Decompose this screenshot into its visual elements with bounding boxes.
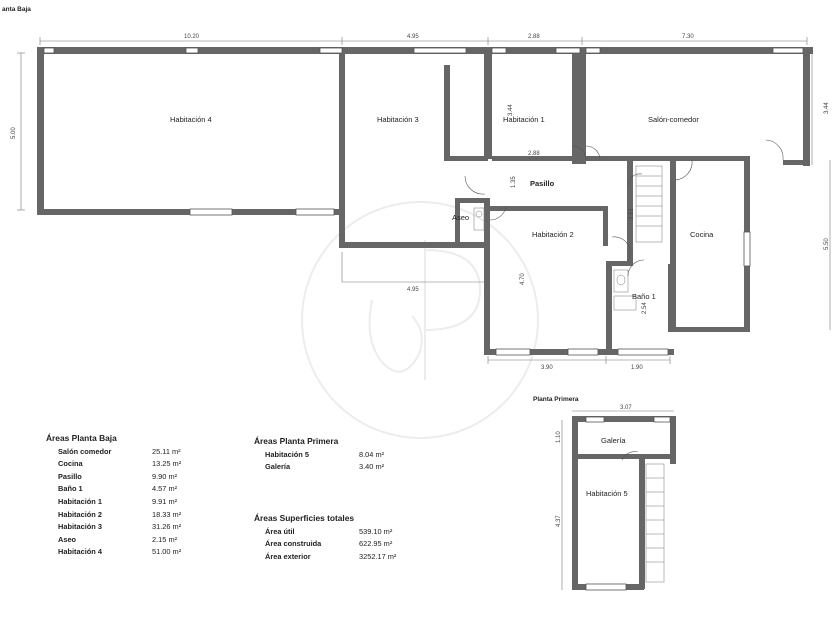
area-name: Pasillo xyxy=(58,471,82,481)
room-label-pasillo: Pasillo xyxy=(530,179,555,188)
areas-baja-rows: Salón comedor 25.11 m² Cocina 13.25 m² Pasil… xyxy=(46,446,181,559)
dim-label: 3.44 xyxy=(508,104,514,116)
area-name: Galería xyxy=(265,462,291,472)
area-name: Habitación 2 xyxy=(58,509,102,519)
dim-label: 3.51 xyxy=(629,208,635,220)
areas-primera-rows: Habitación 5 8.04 m² Galería 3.40 m² xyxy=(254,449,384,474)
area-value: 13.25 m² xyxy=(152,459,182,469)
dim-label: 1.10 xyxy=(556,431,562,443)
area-value: 2.15 m² xyxy=(152,534,178,544)
area-value: 25.11 m² xyxy=(152,446,181,456)
room-label-salon: Salón-comedor xyxy=(648,115,699,124)
area-name: Salón comedor xyxy=(58,446,112,456)
dim-label: 2.88 xyxy=(528,151,540,157)
area-row: Baño 1 4.57 m² xyxy=(46,483,181,496)
dim-label: 4.37 xyxy=(556,515,562,527)
area-row: Pasillo 9.90 m² xyxy=(46,471,181,484)
area-value: 4.57 m² xyxy=(152,484,178,494)
dim-label: 2.88 xyxy=(528,34,540,40)
room-label-bano1: Baño 1 xyxy=(632,292,656,301)
dim-label: 1.35 xyxy=(511,176,517,188)
bathroom-fixtures xyxy=(473,207,637,311)
doors xyxy=(464,139,784,461)
room-label-hab2: Habitación 2 xyxy=(532,230,574,239)
area-value: 3252.17 m² xyxy=(359,551,397,561)
plan-title-ground: anta Baja xyxy=(2,6,31,13)
dimension-lines xyxy=(17,37,831,590)
dim-label: 4.70 xyxy=(520,273,526,285)
dim-label: 5.50 xyxy=(824,238,830,250)
room-label-galeria: Galería xyxy=(601,436,626,445)
room-label-hab5: Habitación 5 xyxy=(586,489,628,498)
dim-label: 7.30 xyxy=(682,34,694,40)
room-label-hab4: Habitación 4 xyxy=(170,115,212,124)
dimension-labels: 10.20 4.95 2.88 7.30 5.00 3.44 3.44 2.88… xyxy=(11,34,830,527)
area-name: Baño 1 xyxy=(58,484,83,494)
area-row: Habitación 2 18.33 m² xyxy=(46,509,181,522)
area-row: Área útil 539.10 m² xyxy=(254,526,396,539)
room-label-hab3: Habitación 3 xyxy=(377,115,419,124)
dim-label: 1.90 xyxy=(631,365,643,371)
area-value: 9.90 m² xyxy=(152,471,178,481)
watermark-logo xyxy=(301,201,539,439)
dim-label: 2.54 xyxy=(642,302,648,314)
dim-label: 3.44 xyxy=(824,102,830,114)
areas-superficies-totales: Áreas Superficies totales Área útil 539.1… xyxy=(254,512,396,563)
dim-label: 10.20 xyxy=(184,34,200,40)
area-name: Habitación 5 xyxy=(265,449,309,459)
dim-label: 3.90 xyxy=(541,365,553,371)
area-value: 18.33 m² xyxy=(152,509,182,519)
area-value: 8.04 m² xyxy=(359,449,385,459)
room-label-aseo: Aseo xyxy=(452,213,469,222)
area-name: Habitación 4 xyxy=(58,547,102,557)
area-name: Habitación 1 xyxy=(58,496,102,506)
areas-totales-rows: Área útil 539.10 m² Área construida 622.95 … xyxy=(254,526,396,564)
dim-label: 4.95 xyxy=(407,287,419,293)
area-row: Cocina 13.25 m² xyxy=(46,458,181,471)
areas-planta-primera: Áreas Planta Primera Habitación 5 8.04 m²… xyxy=(254,435,384,474)
stairs xyxy=(635,165,665,583)
room-label-cocina: Cocina xyxy=(690,230,714,239)
area-value: 3.40 m² xyxy=(359,462,385,472)
area-name: Habitación 3 xyxy=(58,522,102,532)
room-label-hab1: Habitación 1 xyxy=(503,115,545,124)
area-value: 539.10 m² xyxy=(359,526,393,536)
area-row: Galería 3.40 m² xyxy=(254,461,384,474)
area-name: Aseo xyxy=(58,534,77,544)
areas-baja-title: Áreas Planta Baja xyxy=(46,433,117,443)
area-name: Área construida xyxy=(265,539,322,549)
windows xyxy=(43,47,804,591)
area-row: Habitación 1 9.91 m² xyxy=(46,496,181,509)
area-row: Aseo 2.15 m² xyxy=(46,534,181,547)
area-value: 51.00 m² xyxy=(152,547,182,557)
plan-title-first: Planta Primera xyxy=(533,396,579,403)
areas-totales-title: Áreas Superficies totales xyxy=(254,513,355,523)
area-name: Área útil xyxy=(265,526,295,536)
area-row: Habitación 5 8.04 m² xyxy=(254,449,384,462)
walls xyxy=(37,47,813,590)
area-name: Cocina xyxy=(58,459,83,469)
area-row: Habitación 3 31.26 m² xyxy=(46,521,181,534)
area-row: Salón comedor 25.11 m² xyxy=(46,446,181,459)
area-name: Área exterior xyxy=(265,551,311,561)
dim-label: 3.07 xyxy=(620,405,632,411)
area-row: Área exterior 3252.17 m² xyxy=(254,551,396,564)
dim-label: 4.95 xyxy=(407,34,419,40)
area-value: 622.95 m² xyxy=(359,539,393,549)
dim-label: 5.00 xyxy=(11,127,17,139)
area-row: Habitación 4 51.00 m² xyxy=(46,546,181,559)
area-value: 31.26 m² xyxy=(152,522,182,532)
areas-planta-baja: Áreas Planta Baja Salón comedor 25.11 m² C… xyxy=(46,432,181,559)
areas-primera-title: Áreas Planta Primera xyxy=(254,436,339,446)
area-value: 9.91 m² xyxy=(152,496,178,506)
area-row: Área construida 622.95 m² xyxy=(254,538,396,551)
